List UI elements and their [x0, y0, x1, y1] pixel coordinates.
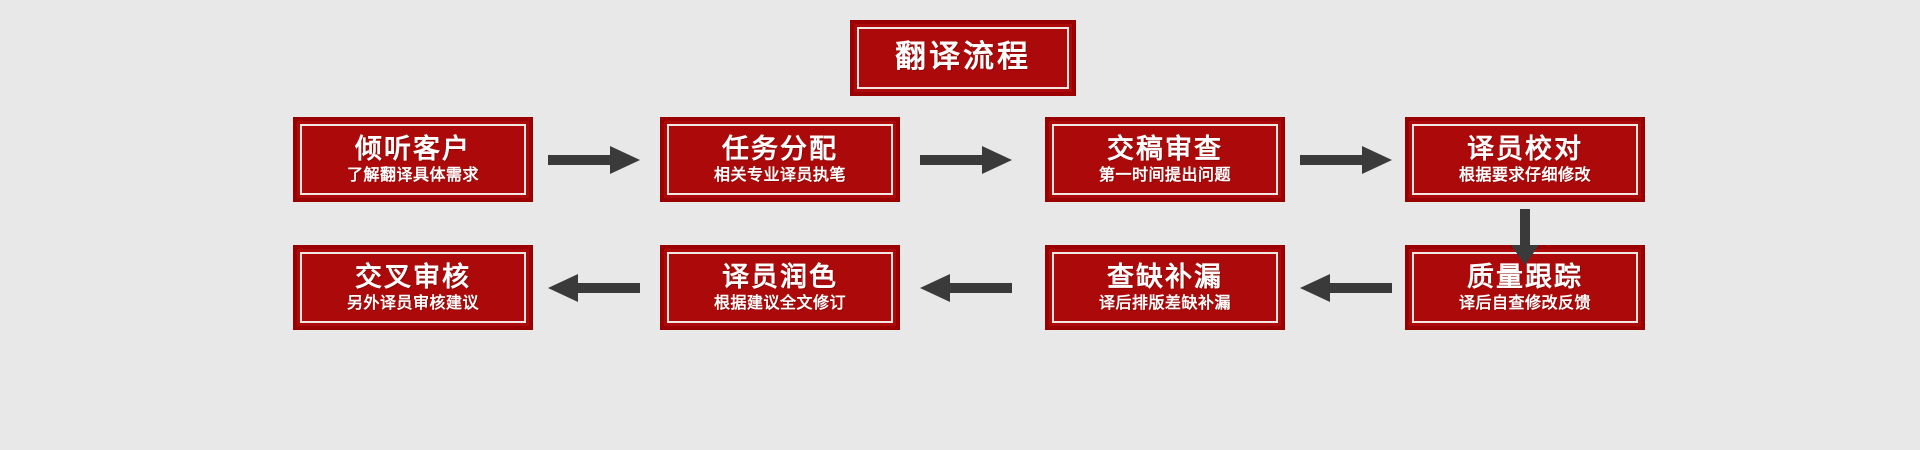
arrow-right-icon: [548, 146, 640, 174]
process-node-gap-filling: 查缺补漏 译后排版差缺补漏: [1045, 245, 1285, 330]
process-node-cross-review: 交叉审核 另外译员审核建议: [293, 245, 533, 330]
process-node-subtitle: 了解翻译具体需求: [346, 165, 479, 185]
process-node-inner: 倾听客户 了解翻译具体需求: [300, 124, 526, 195]
process-node-inner: 交叉审核 另外译员审核建议: [300, 252, 526, 323]
process-node-translator-proofreading: 译员校对 根据要求仔细修改: [1405, 117, 1645, 202]
flowchart-title-box: 翻译流程: [850, 20, 1076, 96]
process-node-title: 交叉审核: [355, 262, 471, 294]
arrow-right-icon: [920, 146, 1012, 174]
process-node-subtitle: 译后排版差缺补漏: [1098, 293, 1231, 313]
process-node-inner: 任务分配 相关专业译员执笔: [667, 124, 893, 195]
arrow-left-icon: [920, 274, 1012, 302]
process-node-title: 倾听客户: [355, 134, 471, 166]
process-node-subtitle: 相关专业译员执笔: [713, 165, 846, 185]
process-node-draft-review: 交稿审查 第一时间提出问题: [1045, 117, 1285, 202]
flowchart-title-text: 翻译流程: [895, 39, 1031, 76]
process-node-subtitle: 译后自查修改反馈: [1458, 293, 1591, 313]
process-node-subtitle: 第一时间提出问题: [1098, 165, 1231, 185]
process-node-title: 查缺补漏: [1107, 262, 1223, 294]
process-node-task-assignment: 任务分配 相关专业译员执笔: [660, 117, 900, 202]
process-node-title: 译员校对: [1467, 134, 1583, 166]
arrow-left-icon: [1300, 274, 1392, 302]
process-node-translator-polishing: 译员润色 根据建议全文修订: [660, 245, 900, 330]
process-node-title: 任务分配: [722, 134, 838, 166]
process-node-inner: 译员润色 根据建议全文修订: [667, 252, 893, 323]
process-node-title: 质量跟踪: [1467, 262, 1583, 294]
process-node-subtitle: 另外译员审核建议: [346, 293, 479, 313]
process-node-inner: 交稿审查 第一时间提出问题: [1052, 124, 1278, 195]
process-node-subtitle: 根据要求仔细修改: [1458, 165, 1591, 185]
process-node-inner: 译员校对 根据要求仔细修改: [1412, 124, 1638, 195]
process-node-inner: 查缺补漏 译后排版差缺补漏: [1052, 252, 1278, 323]
arrow-down-icon: [1511, 209, 1539, 265]
process-node-title: 交稿审查: [1107, 134, 1223, 166]
process-node-title: 译员润色: [722, 262, 838, 294]
process-node-subtitle: 根据建议全文修订: [713, 293, 846, 313]
arrow-right-icon: [1300, 146, 1392, 174]
arrow-left-icon: [548, 274, 640, 302]
process-node-listen-to-client: 倾听客户 了解翻译具体需求: [293, 117, 533, 202]
flowchart-title-inner: 翻译流程: [857, 27, 1069, 89]
